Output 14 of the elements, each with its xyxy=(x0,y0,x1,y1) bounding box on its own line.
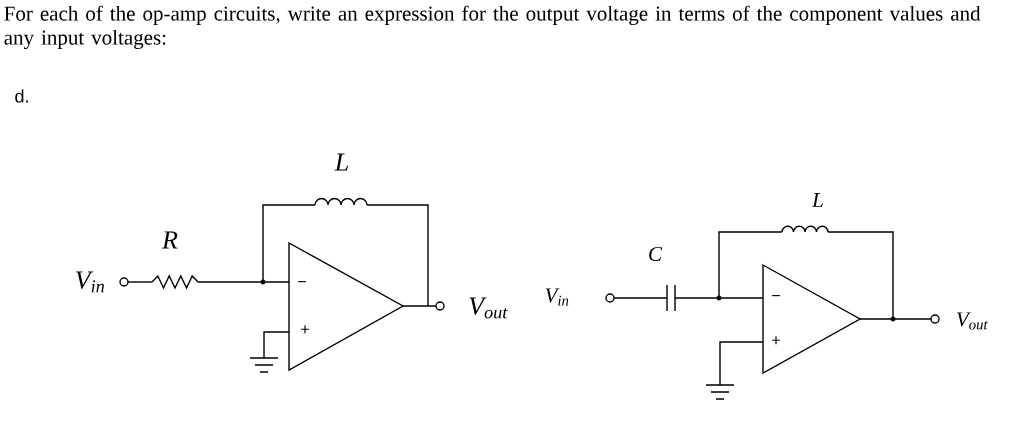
terminal-label: V$_{out}$ xyxy=(957,312,988,330)
polarity-sign: − xyxy=(772,295,780,297)
terminal-label: V$_{in}$ xyxy=(545,288,569,306)
terminal-label: V$_{in}$ xyxy=(76,271,105,293)
terminal-label: V$_{out}$ xyxy=(469,297,508,319)
question-text: For each of the op-amp circuits, write an expression for the output voltage in terms of the component values and any input voltages: xyxy=(4,5,981,49)
polarity-sign: + xyxy=(301,325,309,334)
component-label: R xyxy=(161,231,178,249)
polarity-sign: − xyxy=(298,281,306,283)
polarity-sign: + xyxy=(772,336,780,345)
part-letter: d. xyxy=(15,89,28,103)
component-label: L xyxy=(334,153,348,171)
component-label: L xyxy=(811,193,823,207)
component-label: C xyxy=(649,246,663,262)
